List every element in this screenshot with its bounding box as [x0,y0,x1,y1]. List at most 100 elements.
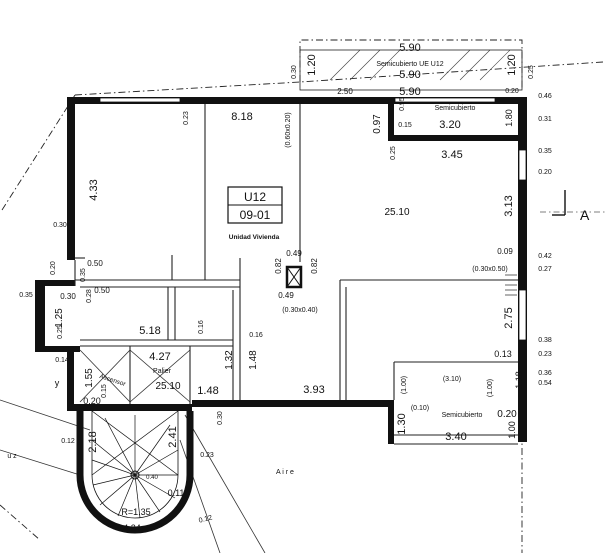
dimension: 3.40 [445,431,466,443]
dimension: 0.49 [286,249,302,258]
dimension: 1.55 [84,368,95,388]
wall [192,400,390,407]
dimension: 0.13 [494,349,512,359]
dimension: 0.82 [310,258,319,274]
dimension: (0.30x0.50) [472,266,507,273]
wall [388,135,523,141]
wall [35,280,75,286]
dimension: 2.18 [87,431,99,452]
dimension: 0.54 [538,380,552,387]
dimension: 0.38 [538,337,552,344]
wall [518,380,527,442]
dimension: 0.46 [538,93,552,100]
dimension: 2.41 [167,426,179,447]
dimension: 1.80 [504,109,514,127]
dimension: 5.90 [399,69,420,81]
dimension: 0.49 [278,291,294,300]
dimension: 0.35 [538,148,552,155]
dimension: 3.13 [503,195,515,216]
dimension: 0.50 [94,286,110,295]
unit-label: U12 09-01 Unidad Vivienda [227,186,283,241]
dimension: 5.90 [399,42,420,54]
property-line [0,504,41,541]
dimension: (1.00) [487,379,494,397]
wall [35,346,80,352]
dimension: 0.42 [538,253,552,260]
room-label: Semicubierto [435,105,476,112]
dimension: 0.40 [146,475,158,481]
dimension: 0.50 [87,259,103,268]
dimension: 5.18 [139,325,160,337]
wall [35,280,45,352]
dimension: 0.82 [274,258,283,274]
section-marker-label: A [580,207,590,223]
dimension: 0.15 [101,384,108,398]
dimension: 4.27 [149,351,170,363]
wall [67,97,75,260]
room-label: Palier [153,368,172,375]
dimension: (3.10) [443,376,461,383]
dimension: 1.30 [396,413,408,434]
dimension: 0.20 [83,396,101,406]
dimension: 1.20 [506,54,518,75]
property-line [74,61,604,96]
wall [67,97,527,104]
spiral-stair [76,410,194,534]
dimension: y [55,378,60,388]
unit-number: 09-01 [240,208,271,222]
dimension: 1.48 [248,350,259,370]
dimension: 0.35 [19,292,33,299]
room-label: Semicubierto UE U12 [376,61,443,68]
room-label: Semicubierto [442,412,483,419]
dimension: u z [7,453,17,460]
dimension: 0.20 [497,409,517,420]
dimension: 1.48 [197,385,218,397]
dimension: 0.16 [198,320,205,334]
dimension: 0.11 [168,488,185,498]
dimension: 0.14 [55,357,69,364]
dimension: 4.33 [88,179,100,200]
property-line [1,94,76,211]
dimension: 1.00 [507,421,517,439]
dimension: 0.97 [372,114,383,134]
dimension: 0.30 [60,292,76,301]
dimension-labels: 5.90 5.90 5.90 1.20 1.20 0.30 0.25 2.50 … [7,42,552,533]
dimension: 0.20 [50,261,57,275]
dimension: 1.18 [514,371,524,389]
dimension: 25.10 [155,381,180,392]
room-label: A i r e [276,469,294,476]
wall [67,404,192,411]
dimension: 0.25 [57,325,64,339]
dimension: 0.12 [198,514,213,524]
dimension: 1.20 [306,54,318,75]
dimension: 8.18 [231,111,252,123]
dimension: 4.24 [123,523,141,533]
dimension: 0.16 [249,332,263,339]
dimension: 1.32 [224,350,235,370]
dimension: 2.75 [503,307,515,328]
wall [67,346,74,408]
dimension: (0.30x0.40) [282,307,317,314]
dimension: 0.30 [217,411,224,425]
dimension: 2.50 [337,87,353,96]
dimension: 0.23 [183,111,190,125]
dimension: 0.30 [53,222,67,229]
dimension: 0.30 [291,65,298,79]
dimension: 0.28 [86,289,93,303]
dimension: 3.20 [439,119,460,131]
dimension: 0.09 [497,247,513,256]
unit-caption: Unidad Vivienda [229,234,280,241]
dimension: 0.36 [538,370,552,377]
dimension: 0.20 [538,169,552,176]
dimension: (0.60x0.20) [285,112,292,147]
dimension: 0.25 [390,146,397,160]
dimension: 0.20 [505,88,519,95]
section-marker [552,190,566,216]
dimension: 25.10 [384,207,409,218]
wall [388,104,394,140]
dimension: 3.93 [303,384,324,396]
dimension: 0.15 [398,122,412,129]
dimension: 0.27 [538,266,552,273]
dimension: (0.10) [411,405,429,412]
